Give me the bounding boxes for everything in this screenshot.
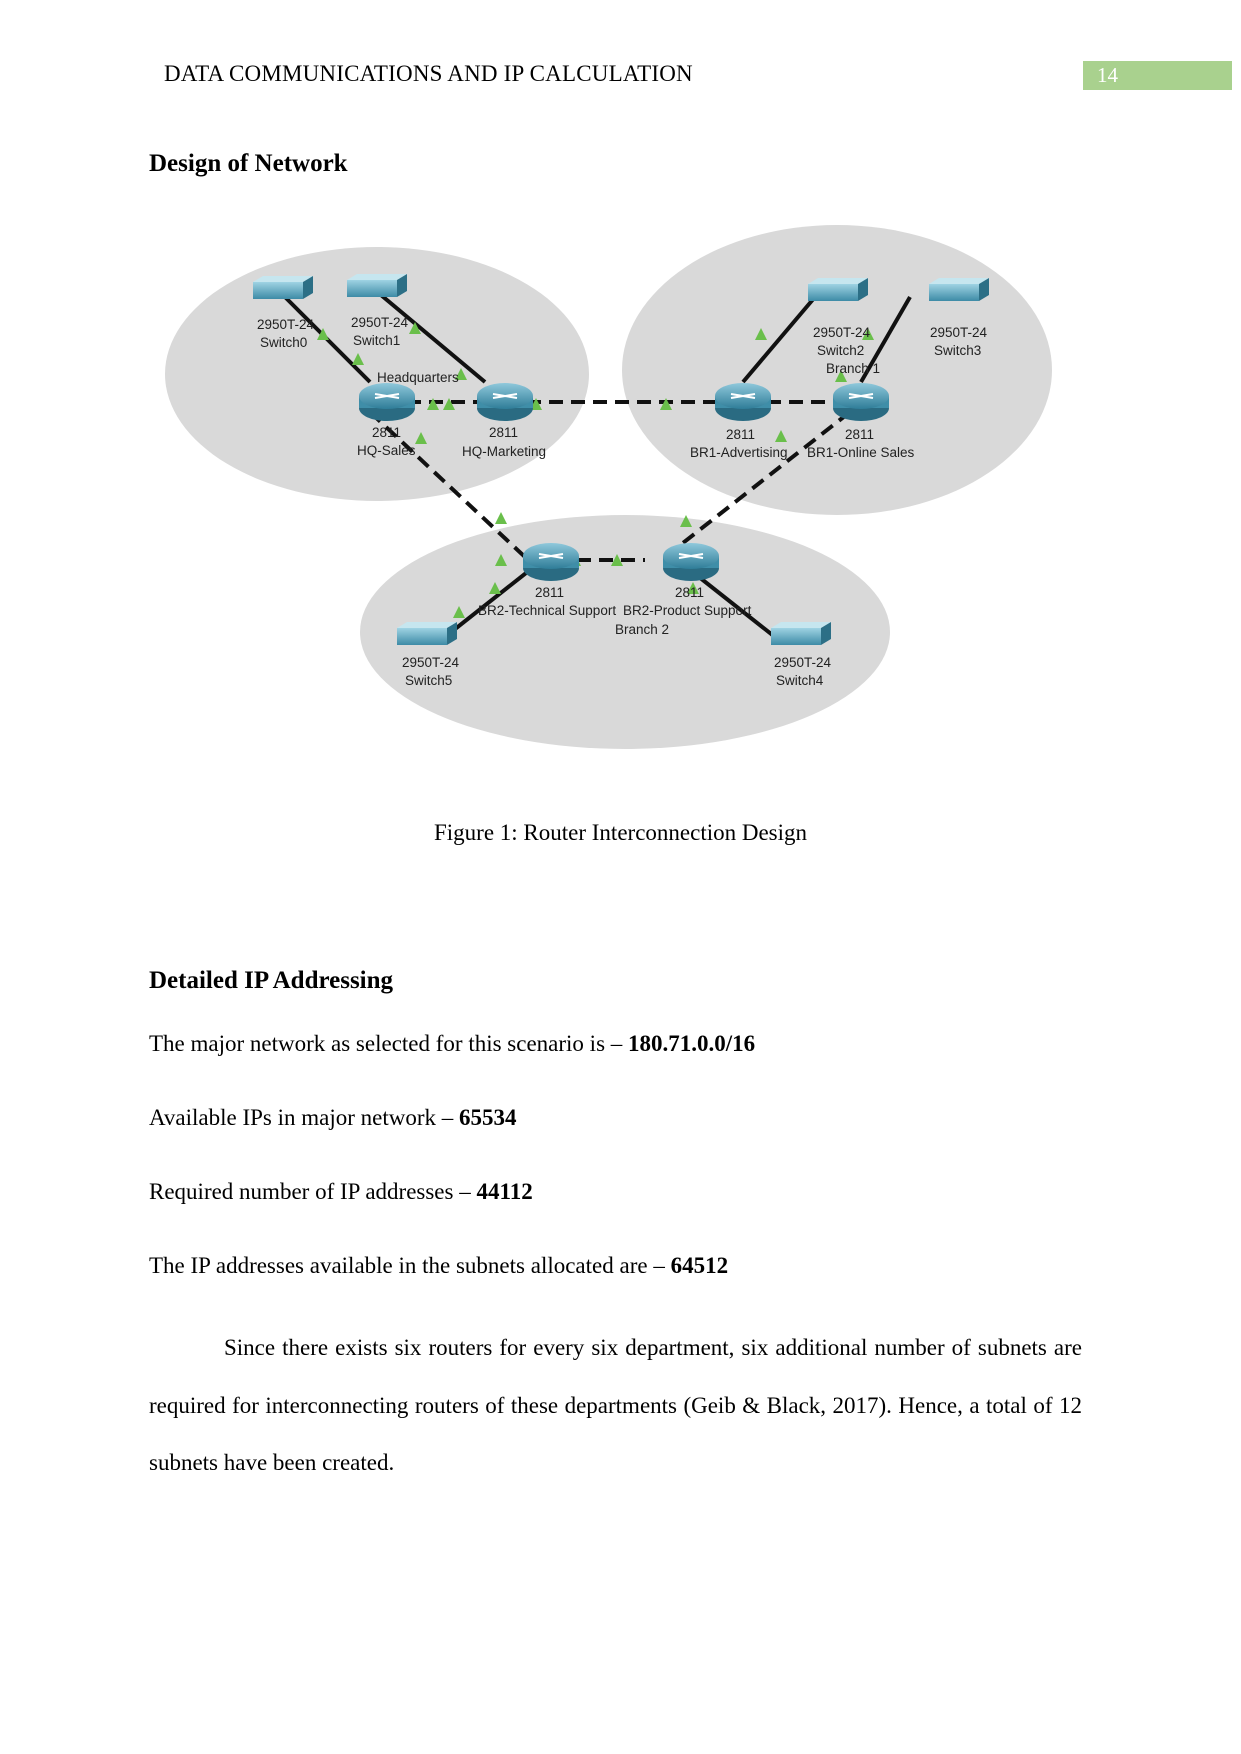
page-number: 14 xyxy=(1097,63,1118,87)
router-br1-online-sales[interactable] xyxy=(833,383,889,421)
allocated-ips-value: 64512 xyxy=(670,1253,729,1278)
allocated-ips-label: The IP addresses available in the subnet… xyxy=(149,1253,671,1278)
switch-switch2[interactable] xyxy=(808,278,868,301)
router-hq-sales[interactable] xyxy=(359,383,415,421)
section-heading-ip-addressing: Detailed IP Addressing xyxy=(149,967,394,994)
switch-switch4[interactable] xyxy=(771,622,831,645)
running-header-title: DATA COMMUNICATIONS AND IP CALCULATION xyxy=(164,61,693,86)
network-diagram: 2950T-24 Switch0 2950T-24 Switch1 Headqu… xyxy=(165,225,1052,749)
zone-headquarters xyxy=(165,247,589,501)
body-paragraph-text: Since there exists six routers for every… xyxy=(149,1335,1082,1475)
major-network-label: The major network as selected for this s… xyxy=(149,1031,629,1056)
section-heading-design: Design of Network xyxy=(149,150,348,177)
available-ips-line: Available IPs in major network – 65534 xyxy=(149,1105,517,1131)
switch4-model-label: 2950T-24 xyxy=(774,655,832,670)
switch4-name-label: Switch4 xyxy=(776,673,824,688)
zone-branch2 xyxy=(360,515,890,749)
allocated-ips-line: The IP addresses available in the subnet… xyxy=(149,1253,728,1279)
link-switch1-hqmarketing xyxy=(379,293,487,384)
major-network-value: 180.71.0.0/16 xyxy=(628,1031,756,1056)
router-br2-prod-model-label: 2811 xyxy=(675,585,704,600)
switch-switch0[interactable] xyxy=(253,276,313,299)
switch2-name-label: Switch2 xyxy=(817,343,864,358)
router-br2-tech-model-label: 2811 xyxy=(535,585,564,600)
link-br1online-br2prod xyxy=(663,410,852,559)
router-hq-sales-model-label: 2811 xyxy=(372,425,401,440)
router-hq-sales-name-label: HQ-Sales xyxy=(357,443,416,458)
required-ips-value: 44112 xyxy=(476,1179,533,1204)
router-br1-advertising[interactable] xyxy=(715,383,771,421)
switch5-model-label: 2950T-24 xyxy=(402,655,460,670)
switch-switch1[interactable] xyxy=(347,274,407,297)
switch-switch3[interactable] xyxy=(929,278,989,301)
router-hq-marketing[interactable] xyxy=(477,383,533,421)
router-br1-online-model-label: 2811 xyxy=(845,427,874,442)
switch0-name-label: Switch0 xyxy=(260,335,307,350)
switch5-name-label: Switch5 xyxy=(405,673,452,688)
switch-switch5[interactable] xyxy=(397,622,457,645)
router-br2-prod-name-label: BR2-Product Support xyxy=(623,603,752,618)
required-ips-label: Required number of IP addresses – xyxy=(149,1179,477,1204)
router-hq-marketing-model-label: 2811 xyxy=(489,425,518,440)
link-switch2-br1adv xyxy=(741,295,817,384)
switch0-model-label: 2950T-24 xyxy=(257,317,315,332)
router-br2-product-support[interactable] xyxy=(663,543,719,581)
router-br1-online-name-label: BR1-Online Sales xyxy=(807,445,915,460)
router-br1-advertising-model-label: 2811 xyxy=(726,427,755,442)
link-switch5-br2tech xyxy=(443,560,542,639)
required-ips-line: Required number of IP addresses – 44112 xyxy=(149,1179,533,1205)
body-paragraph: Since there exists six routers for every… xyxy=(149,1319,1082,1492)
page-number-box: 14 xyxy=(1083,61,1232,90)
router-br2-technical-support[interactable] xyxy=(523,543,579,581)
zone-label-branch1: Branch 1 xyxy=(826,361,880,376)
figure-caption: Figure 1: Router Interconnection Design xyxy=(433,820,808,845)
link-switch3-br1online xyxy=(859,296,912,383)
switch1-name-label: Switch1 xyxy=(353,333,400,348)
router-hq-marketing-name-label: HQ-Marketing xyxy=(462,444,546,459)
router-br2-tech-name-label: BR2-Technical Support xyxy=(478,603,616,618)
zone-label-branch2: Branch 2 xyxy=(615,622,669,637)
switch3-model-label: 2950T-24 xyxy=(930,325,988,340)
switch2-model-label: 2950T-24 xyxy=(813,325,871,340)
router-br1-advertising-name-label: BR1-Advertising xyxy=(690,445,788,460)
available-ips-label: Available IPs in major network – xyxy=(149,1105,460,1130)
available-ips-value: 65534 xyxy=(459,1105,517,1130)
switch1-model-label: 2950T-24 xyxy=(351,315,409,330)
major-network-line: The major network as selected for this s… xyxy=(149,1031,755,1057)
zone-label-headquarters: Headquarters xyxy=(377,370,459,385)
link-hqsales-br2tech xyxy=(368,410,527,559)
switch3-name-label: Switch3 xyxy=(934,343,981,358)
